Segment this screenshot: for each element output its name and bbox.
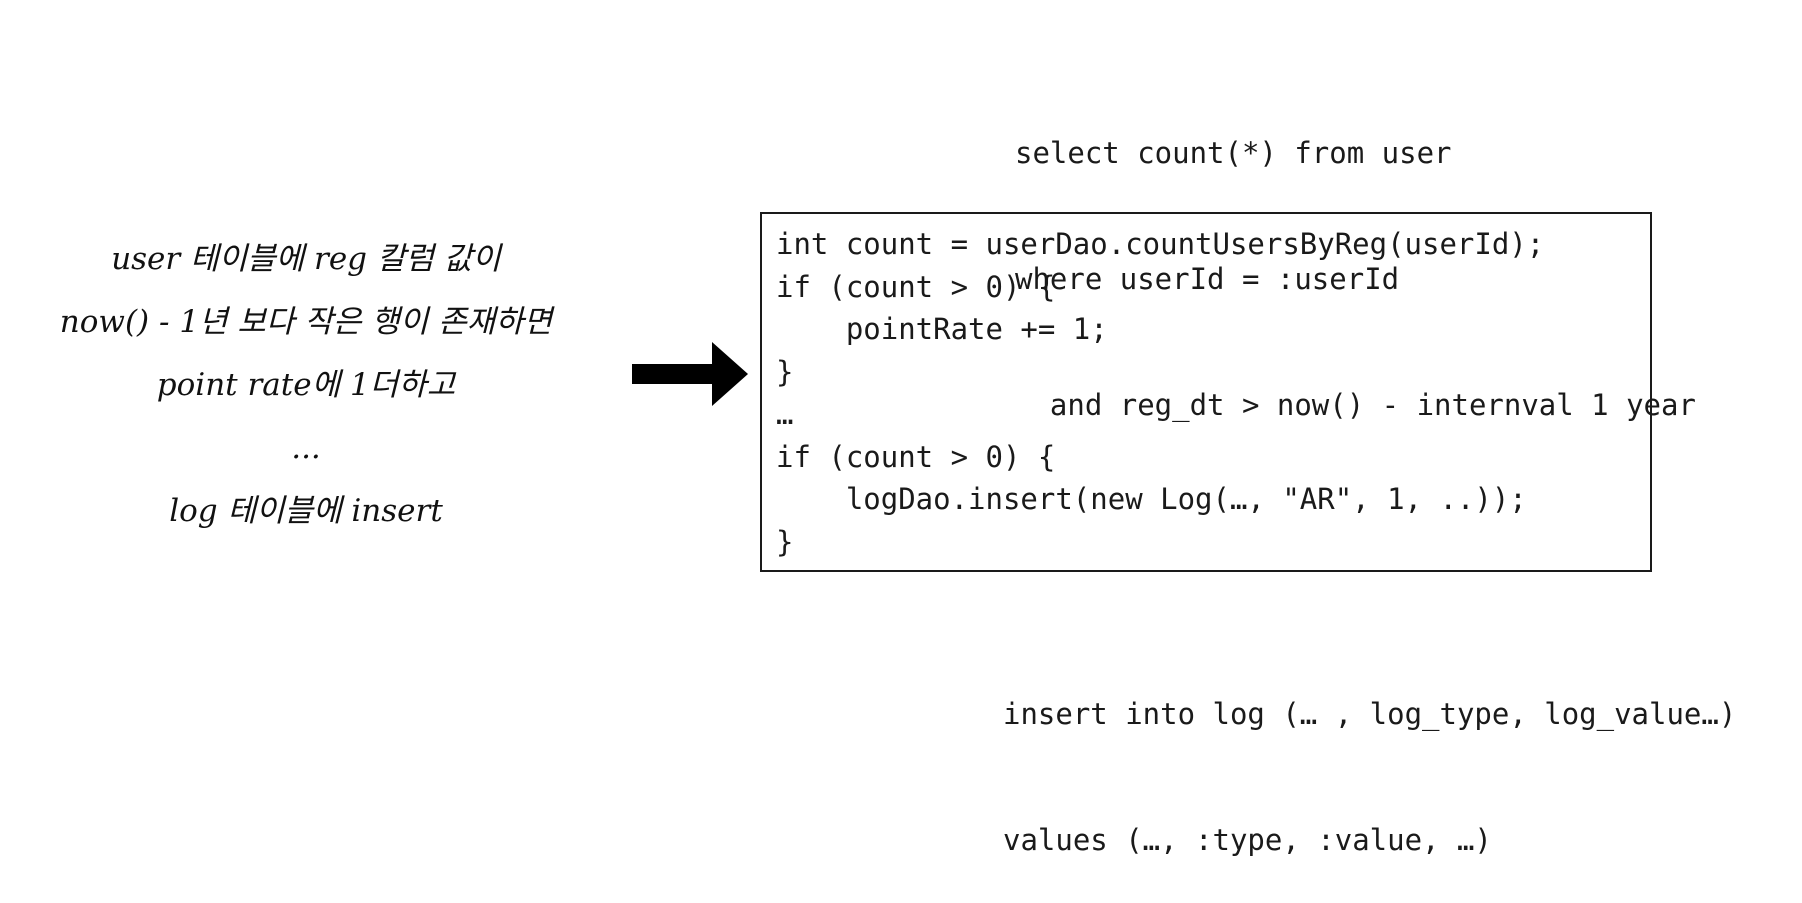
- note-line-2: now() - 1년 보다 작은 행이 존재하면: [59, 304, 553, 340]
- note-line-5: log 테이블에 insert: [169, 493, 443, 529]
- code-line-1: int count = userDao.countUsersByReg(user…: [776, 227, 1545, 261]
- sql-insert-query: insert into log (… , log_type, log_value…: [1003, 609, 1736, 903]
- code-line-5: …: [776, 397, 794, 431]
- sql-insert-line-2: values (…, :type, :value, …): [1003, 823, 1492, 857]
- sql-select-query: select count(*) from user where userId =…: [1015, 48, 1696, 468]
- right-arrow-icon: [632, 342, 748, 406]
- sql-select-line-2: where userId = :userId: [1015, 262, 1400, 296]
- code-line-8: }: [776, 524, 794, 559]
- note-line-4: ...: [291, 430, 321, 466]
- sql-select-line-3: and reg_dt > now() - internval 1 year: [1015, 388, 1696, 422]
- note-line-1: user 테이블에 reg 칼럼 값이: [111, 241, 501, 277]
- code-block: int count = userDao.countUsersByReg(user…: [760, 212, 1652, 572]
- code-line-6: if (count > 0) {: [776, 439, 1056, 474]
- handwritten-note: user 테이블에 reg 칼럼 값이 now() - 1년 보다 작은 행이 …: [0, 228, 612, 543]
- code-line-4: }: [776, 354, 794, 389]
- sql-insert-line-1: insert into log (… , log_type, log_value…: [1003, 697, 1737, 731]
- note-line-3: point rate에 1더하고: [156, 367, 456, 403]
- code-line-7: logDao.insert(new Log(…, "AR", 1, ..));: [776, 482, 1527, 516]
- sql-select-line-1: select count(*) from user: [1015, 136, 1452, 170]
- code-line-3: pointRate += 1;: [776, 312, 1108, 346]
- code-line-2: if (count > 0) {: [776, 269, 1056, 304]
